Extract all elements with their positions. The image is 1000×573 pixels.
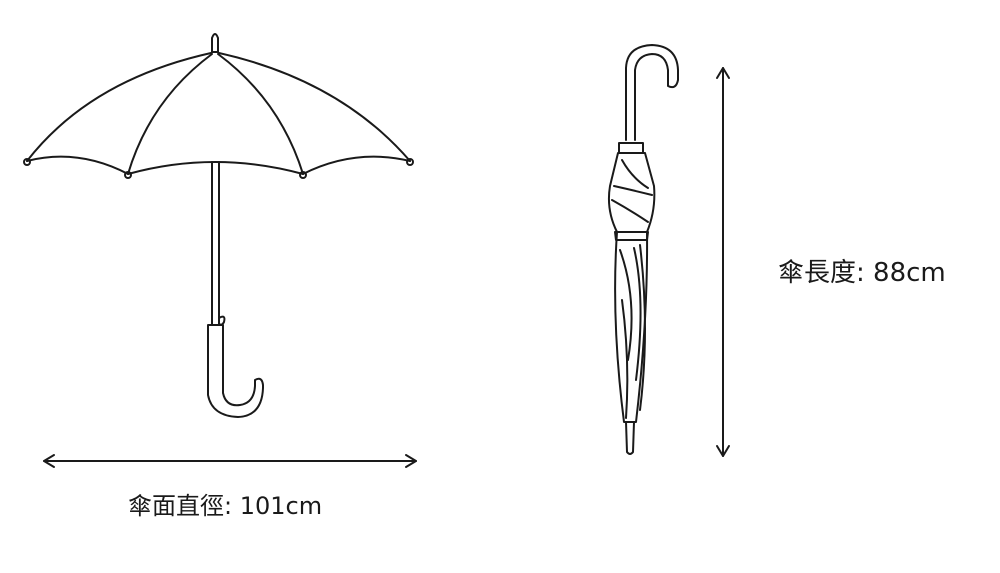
- closed-umbrella-tip: [625, 421, 635, 455]
- umbrella-shaft: [211, 161, 220, 326]
- closed-umbrella-fold: [621, 159, 649, 189]
- arrow-head-right: [405, 454, 417, 468]
- closed-umbrella-spiral: [633, 247, 642, 381]
- closed-umbrella-illustration: [607, 44, 679, 455]
- diameter-arrow: [43, 454, 417, 468]
- length-label: 傘長度: 88cm: [778, 258, 946, 288]
- closed-umbrella-spiral: [639, 244, 646, 411]
- closed-umbrella-spiral: [621, 299, 629, 419]
- umbrella-canopy-outline: [26, 52, 411, 162]
- umbrella-rib-right: [217, 53, 304, 175]
- arrow-head-top: [716, 67, 730, 79]
- arrow-head-bottom: [716, 445, 730, 457]
- umbrella-rib-left: [127, 53, 213, 175]
- closed-umbrella-spiral: [619, 249, 633, 361]
- rib-tip: [23, 158, 31, 166]
- arrow-head-left: [43, 454, 55, 468]
- umbrella-canopy-edge: [26, 155, 411, 175]
- closed-umbrella-handle: [625, 44, 679, 141]
- rib-tip: [299, 171, 307, 179]
- rib-tip: [406, 158, 414, 166]
- open-umbrella-illustration: [23, 33, 414, 418]
- closed-umbrella-strap: [614, 231, 649, 241]
- closed-umbrella-fold: [613, 185, 653, 196]
- umbrella-top-tip: [211, 33, 219, 53]
- length-arrow: [716, 67, 730, 457]
- rib-tip: [124, 171, 132, 179]
- diameter-label: 傘面直徑: 101cm: [128, 492, 323, 520]
- closed-umbrella-collar: [618, 142, 644, 154]
- closed-umbrella-canopy: [607, 152, 656, 423]
- closed-umbrella-fold: [611, 199, 649, 223]
- umbrella-handle: [207, 324, 264, 418]
